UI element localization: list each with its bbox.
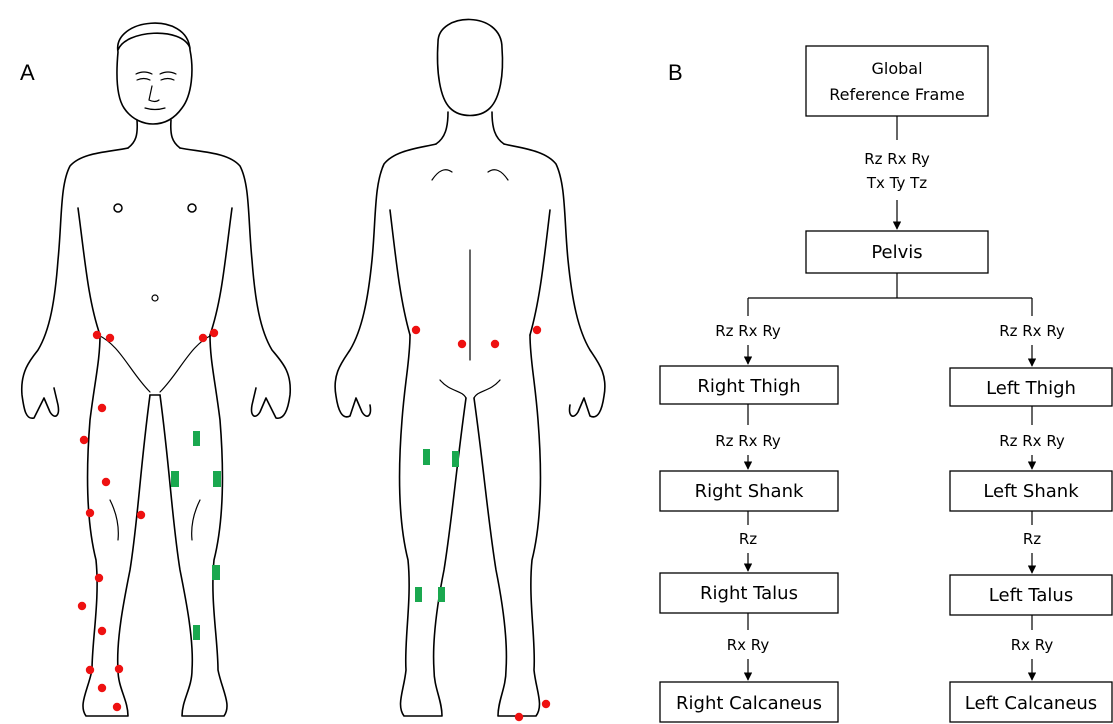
reflective-marker bbox=[102, 478, 110, 486]
reflective-marker bbox=[106, 334, 114, 342]
reflective-marker bbox=[542, 700, 550, 708]
reflective-marker bbox=[93, 331, 101, 339]
right-thigh-label: Right Thigh bbox=[697, 376, 800, 397]
kinematic-tree: Global Reference Frame Rz Rx Ry Tx Ty Tz… bbox=[660, 46, 1112, 722]
right-shank-dof: Rz Rx Ry bbox=[715, 432, 781, 450]
emg-sensor bbox=[213, 471, 221, 487]
global-dof-translation: Tx Ty Tz bbox=[866, 174, 927, 192]
reflective-marker bbox=[80, 436, 88, 444]
emg-sensor bbox=[212, 565, 220, 580]
reflective-marker bbox=[78, 602, 86, 610]
global-label-line1: Global bbox=[871, 59, 922, 78]
reflective-marker bbox=[515, 713, 523, 721]
reflective-marker bbox=[412, 326, 420, 334]
emg-sensor bbox=[452, 451, 459, 467]
reflective-marker bbox=[98, 404, 106, 412]
panel-label-a: A bbox=[20, 60, 35, 85]
reflective-marker bbox=[137, 511, 145, 519]
front-body-figure bbox=[22, 23, 291, 716]
global-dof-rotation: Rz Rx Ry bbox=[864, 150, 930, 168]
global-reference-frame-box bbox=[806, 46, 988, 116]
pelvis-label: Pelvis bbox=[871, 242, 922, 263]
left-calcaneus-label: Left Calcaneus bbox=[965, 693, 1097, 714]
left-shank-dof: Rz Rx Ry bbox=[999, 432, 1065, 450]
emg-sensor bbox=[193, 625, 200, 640]
left-thigh-dof: Rz Rx Ry bbox=[999, 322, 1065, 340]
left-talus-label: Left Talus bbox=[989, 585, 1073, 606]
reflective-marker bbox=[95, 574, 103, 582]
reflective-marker bbox=[98, 627, 106, 635]
reflective-marker bbox=[115, 665, 123, 673]
left-shank-label: Left Shank bbox=[983, 481, 1079, 502]
emg-sensor bbox=[193, 431, 200, 446]
reflective-marker bbox=[199, 334, 207, 342]
panel-label-b: B bbox=[668, 60, 683, 85]
reflective-marker bbox=[491, 340, 499, 348]
emg-sensor bbox=[438, 587, 445, 602]
emg-sensor bbox=[423, 449, 430, 465]
reflective-marker bbox=[86, 509, 94, 517]
marker-layer bbox=[78, 326, 550, 721]
reflective-marker bbox=[458, 340, 466, 348]
global-label-line2: Reference Frame bbox=[829, 85, 965, 104]
emg-sensor bbox=[415, 587, 422, 602]
reflective-marker bbox=[210, 329, 218, 337]
reflective-marker bbox=[533, 326, 541, 334]
right-calcaneus-dof: Rx Ry bbox=[727, 636, 770, 654]
reflective-marker bbox=[98, 684, 106, 692]
emg-sensor bbox=[171, 471, 179, 487]
left-calcaneus-dof: Rx Ry bbox=[1011, 636, 1054, 654]
back-body-figure bbox=[335, 19, 605, 716]
right-calcaneus-label: Right Calcaneus bbox=[676, 693, 822, 714]
reflective-marker bbox=[86, 666, 94, 674]
reflective-marker bbox=[113, 703, 121, 711]
right-thigh-dof: Rz Rx Ry bbox=[715, 322, 781, 340]
left-talus-dof: Rz bbox=[1023, 530, 1041, 548]
right-talus-dof: Rz bbox=[739, 530, 757, 548]
right-talus-label: Right Talus bbox=[700, 583, 798, 604]
left-thigh-label: Left Thigh bbox=[986, 378, 1076, 399]
right-shank-label: Right Shank bbox=[695, 481, 804, 502]
